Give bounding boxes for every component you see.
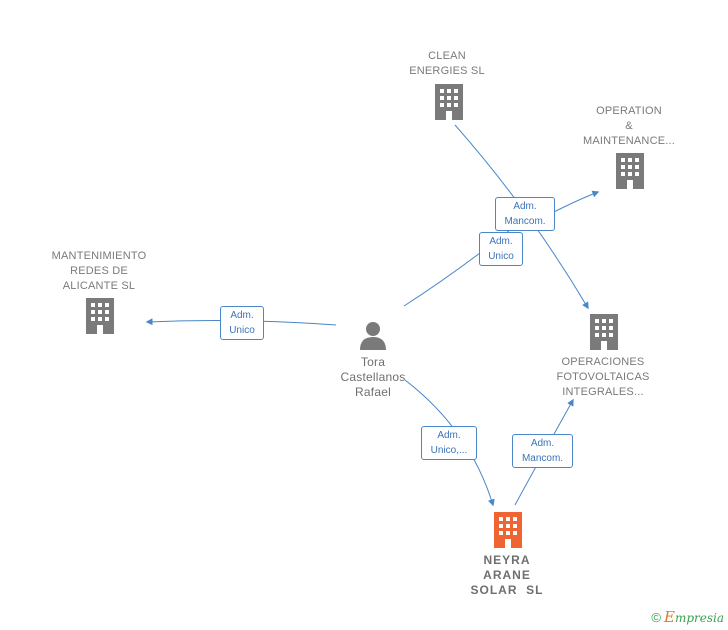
edge-label-line: Mancom. — [521, 453, 564, 464]
edge-label-adm-mancom-top[interactable]: Adm. Mancom. — [495, 197, 555, 231]
edge-label-line: Adm. — [437, 430, 461, 441]
edge-label-line: Unico,... — [430, 445, 468, 456]
building-icon[interactable] — [588, 314, 620, 350]
node-neyra-arane-label[interactable]: NEYRA ARANE SOLAR SL — [455, 553, 559, 598]
node-clean-energies-label[interactable]: CLEAN ENERGIES SL — [397, 49, 497, 79]
label-line: MAINTENANCE... — [582, 135, 676, 147]
brand-initial: E — [663, 608, 675, 626]
label-line: & — [625, 120, 633, 132]
label-line: CLEAN — [428, 50, 466, 62]
building-icon[interactable] — [492, 512, 524, 548]
label-line: ENERGIES SL — [409, 65, 485, 77]
label-line: INTEGRALES... — [562, 386, 644, 398]
building-icon[interactable] — [84, 298, 116, 334]
label-line: REDES DE — [70, 265, 128, 277]
edge-label-adm-unico-top[interactable]: Adm. Unico — [479, 232, 523, 266]
label-line: Castellanos — [340, 370, 406, 384]
building-icon[interactable] — [433, 84, 465, 120]
person-icon[interactable] — [358, 320, 388, 350]
edge-label-line: Adm. — [230, 310, 254, 321]
node-mantenimiento-redes-label[interactable]: MANTENIMIENTO REDES DE ALICANTE SL — [43, 249, 155, 294]
edge-label-line: Mancom. — [504, 216, 546, 227]
label-line: ARANE — [483, 568, 531, 582]
label-line: SOLAR SL — [470, 583, 544, 597]
label-line: Rafael — [355, 385, 391, 399]
edge-label-adm-mancom-bottom[interactable]: Adm. Mancom. — [512, 434, 573, 468]
copyright-brand[interactable]: ©Empresia — [651, 608, 724, 626]
edge-label-line: Adm. — [513, 201, 537, 212]
node-operaciones-fotovoltaicas-label[interactable]: OPERACIONES FOTOVOLTAICAS INTEGRALES... — [547, 355, 659, 400]
copyright-icon: © — [651, 610, 661, 625]
brand-name: mpresia — [674, 611, 724, 625]
edge-label-line: Unico — [229, 325, 255, 336]
label-line: Tora — [360, 355, 386, 369]
node-tora-castellanos-label[interactable]: Tora Castellanos Rafael — [323, 355, 423, 400]
edge-label-adm-unico-bottom[interactable]: Adm. Unico,... — [421, 426, 477, 460]
label-line: FOTOVOLTAICAS — [556, 371, 650, 383]
label-line: NEYRA — [483, 553, 531, 567]
label-line: ALICANTE SL — [62, 280, 136, 292]
edge-label-line: Adm. — [489, 236, 513, 247]
label-line: MANTENIMIENTO — [51, 250, 147, 262]
edge-label-adm-unico-left[interactable]: Adm. Unico — [220, 306, 264, 340]
edge-label-line: Adm. — [530, 438, 555, 449]
label-line: OPERACIONES — [561, 356, 645, 368]
building-icon[interactable] — [614, 153, 646, 189]
node-operation-maintenance-label[interactable]: OPERATION & MAINTENANCE... — [574, 104, 684, 149]
edge-label-line: Unico — [488, 251, 514, 262]
label-line: OPERATION — [596, 105, 662, 117]
